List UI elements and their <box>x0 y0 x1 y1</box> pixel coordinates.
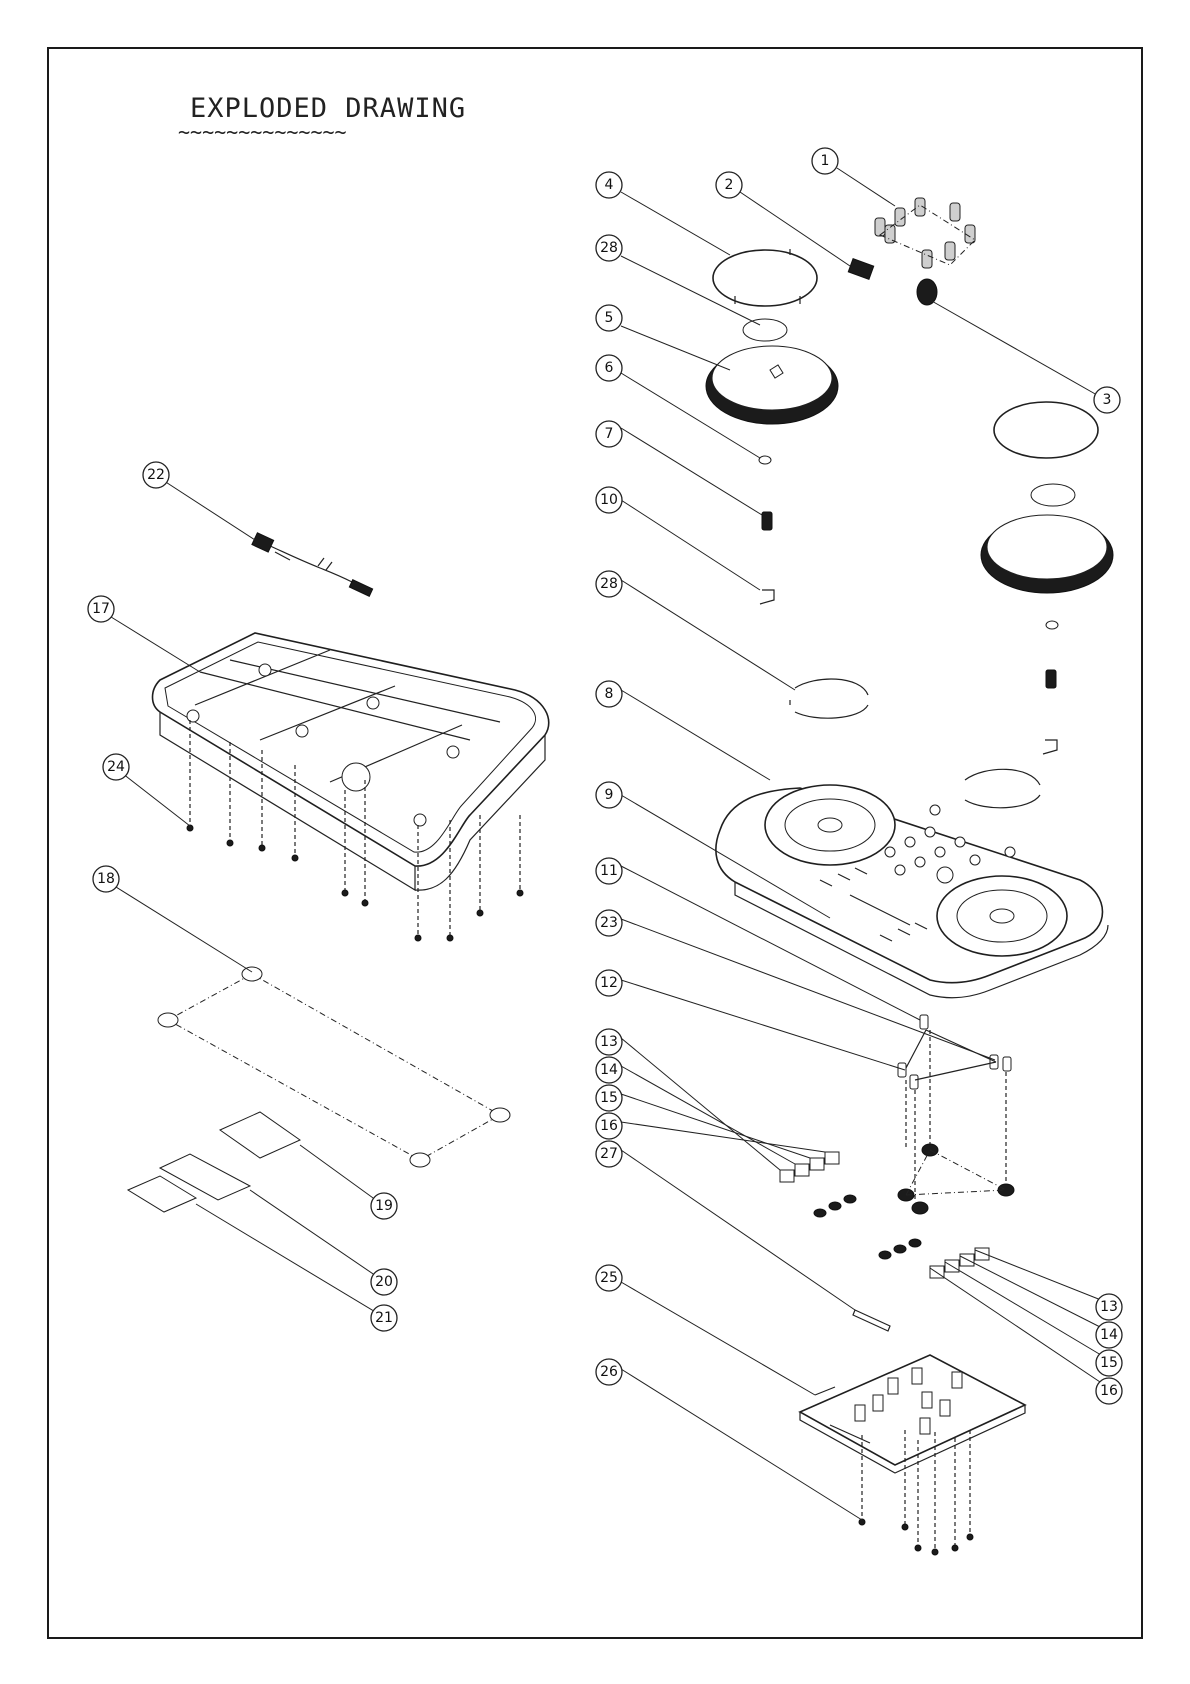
usb-cable <box>252 533 373 597</box>
callout-14-left: 14 <box>596 1057 622 1083</box>
svg-text:6: 6 <box>605 360 614 376</box>
callout-26: 26 <box>596 1359 622 1385</box>
callout-6: 6 <box>596 355 622 381</box>
callout-16-right: 16 <box>1096 1378 1122 1404</box>
callout-24: 24 <box>103 754 129 780</box>
callout-14-right: 14 <box>1096 1322 1122 1348</box>
svg-text:15: 15 <box>1100 1355 1118 1371</box>
svg-text:4: 4 <box>605 177 614 193</box>
bottom-housing <box>153 633 549 941</box>
callout-13-left: 13 <box>596 1029 622 1055</box>
callout-11: 11 <box>596 858 622 884</box>
svg-text:13: 13 <box>600 1034 618 1050</box>
callout-16-left: 16 <box>596 1113 622 1139</box>
svg-text:21: 21 <box>375 1310 393 1326</box>
callout-17: 17 <box>88 596 114 622</box>
svg-text:23: 23 <box>600 915 618 931</box>
svg-text:16: 16 <box>600 1118 618 1134</box>
callout-15-right: 15 <box>1096 1350 1122 1376</box>
svg-text:7: 7 <box>605 426 614 442</box>
callout-19: 19 <box>371 1193 397 1219</box>
callout-12: 12 <box>596 970 622 996</box>
svg-text:20: 20 <box>375 1274 393 1290</box>
callout-20: 20 <box>371 1269 397 1295</box>
callout-10: 10 <box>596 487 622 513</box>
callout-22: 22 <box>143 462 169 488</box>
callout-8: 8 <box>596 681 622 707</box>
callout-28-mid: 28 <box>596 571 622 597</box>
svg-text:14: 14 <box>1100 1327 1118 1343</box>
svg-text:22: 22 <box>147 467 165 483</box>
svg-text:26: 26 <box>600 1364 618 1380</box>
svg-text:28: 28 <box>600 576 618 592</box>
svg-text:18: 18 <box>97 871 115 887</box>
svg-text:10: 10 <box>600 492 618 508</box>
knob-set <box>875 198 975 268</box>
svg-text:19: 19 <box>375 1198 393 1214</box>
svg-text:25: 25 <box>600 1270 618 1286</box>
svg-text:24: 24 <box>107 759 125 775</box>
callout-13-right: 13 <box>1096 1294 1122 1320</box>
title-underline: ~~~~~~~~~~~~~~ <box>178 120 347 144</box>
right-platter-assembly <box>981 402 1113 754</box>
callout-23: 23 <box>596 910 622 936</box>
callout-4: 4 <box>596 172 622 198</box>
svg-text:17: 17 <box>92 601 110 617</box>
svg-text:3: 3 <box>1103 392 1112 408</box>
svg-text:2: 2 <box>725 177 734 193</box>
left-platter-assembly <box>706 249 838 604</box>
rubber-feet <box>158 967 510 1167</box>
svg-text:27: 27 <box>600 1146 618 1162</box>
callout-5: 5 <box>596 305 622 331</box>
svg-text:28: 28 <box>600 240 618 256</box>
callout-18: 18 <box>93 866 119 892</box>
callout-9: 9 <box>596 782 622 808</box>
svg-text:13: 13 <box>1100 1299 1118 1315</box>
svg-text:9: 9 <box>605 787 614 803</box>
callout-25: 25 <box>596 1265 622 1291</box>
svg-text:16: 16 <box>1100 1383 1118 1399</box>
svg-text:14: 14 <box>600 1062 618 1078</box>
callout-27: 27 <box>596 1141 622 1167</box>
svg-text:15: 15 <box>600 1090 618 1106</box>
callout-3: 3 <box>1094 387 1120 413</box>
encoder-knob <box>917 279 937 305</box>
svg-text:11: 11 <box>600 863 618 879</box>
callout-2: 2 <box>716 172 742 198</box>
button-and-pcb-assembly <box>780 1015 1025 1555</box>
foam-pads <box>128 1112 300 1212</box>
svg-text:8: 8 <box>605 686 614 702</box>
svg-text:12: 12 <box>600 975 618 991</box>
crossfader-cap <box>848 259 873 280</box>
svg-text:1: 1 <box>821 153 830 169</box>
callout-15-left: 15 <box>596 1085 622 1111</box>
callout-7: 7 <box>596 421 622 447</box>
callout-1: 1 <box>812 148 838 174</box>
svg-text:5: 5 <box>605 310 614 326</box>
top-panel <box>716 785 1108 998</box>
callout-21: 21 <box>371 1305 397 1331</box>
callout-28-top: 28 <box>596 235 622 261</box>
